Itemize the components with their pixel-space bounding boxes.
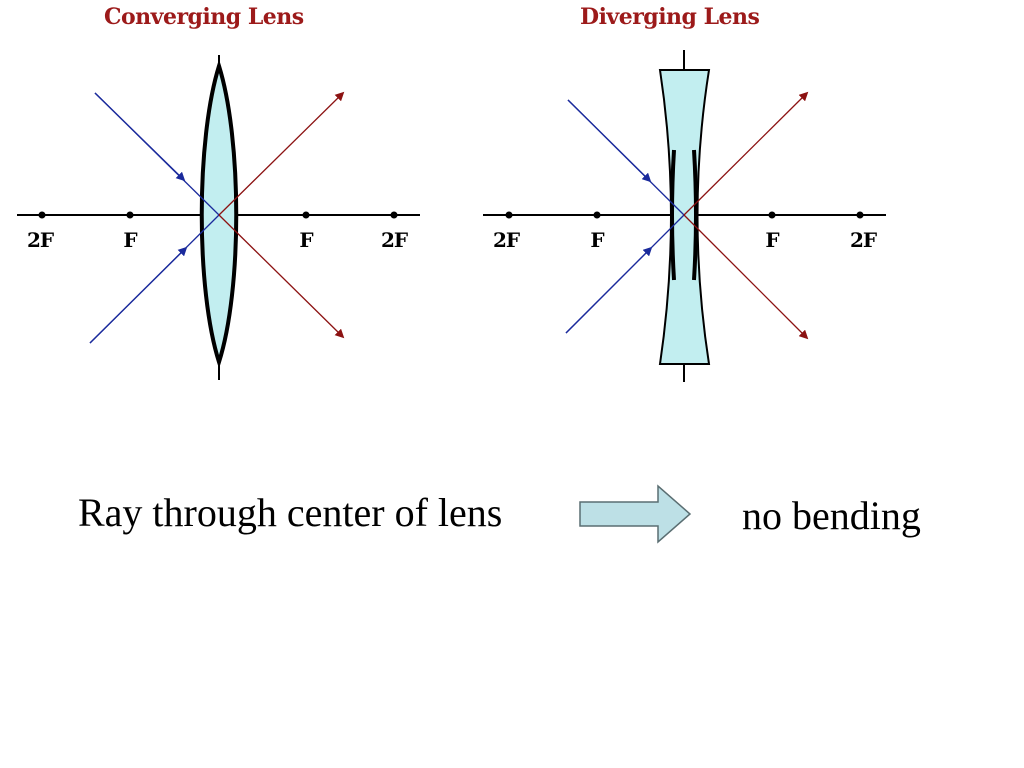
converging-label-2f-left: 2F: [26, 228, 54, 252]
diverging-lens: [658, 69, 711, 365]
converging-outgoing-ray-lower: [218, 214, 345, 339]
converging-focal-point-2f-right: [390, 211, 398, 219]
rule-caption: Ray through center of lens: [78, 490, 503, 535]
converging-diagram: [17, 55, 420, 380]
converging-incoming-ray-upper-arrow: [94, 92, 186, 182]
diverging-focal-point-2f-right: [856, 211, 864, 219]
diverging-lens-inner-edge-left: [670, 149, 676, 281]
diverging-focal-point-f-left: [593, 211, 601, 219]
right-arrow-icon: [579, 484, 692, 544]
diverging-label-2f-right: 2F: [849, 228, 877, 252]
converging-lens-title: Converging Lens: [104, 4, 304, 30]
result-caption: no bending: [742, 493, 921, 538]
converging-focal-point-f-right: [302, 211, 310, 219]
lens-diagrams: [17, 50, 886, 382]
converging-focal-point-2f-left: [38, 211, 46, 219]
diverging-label-f-right: F: [765, 228, 779, 252]
converging-label-f-left: F: [123, 228, 137, 252]
diverging-focal-point-f-right: [768, 211, 776, 219]
diverging-diagram: [483, 50, 886, 382]
converging-lens: [199, 59, 239, 369]
diverging-focal-point-2f-left: [505, 211, 513, 219]
converging-outgoing-ray-upper: [218, 91, 345, 216]
diverging-outgoing-ray-upper: [683, 91, 809, 216]
diverging-incoming-ray-upper-arrow: [567, 99, 652, 183]
converging-label-2f-right: 2F: [380, 228, 408, 252]
converging-label-f-right: F: [299, 228, 313, 252]
diverging-lens-inner-edge-right: [692, 149, 698, 281]
diverging-outgoing-ray-lower: [683, 214, 809, 340]
converging-focal-point-f-left: [126, 211, 134, 219]
diverging-lens-title: Diverging Lens: [580, 4, 760, 30]
diverging-incoming-ray-lower-arrow: [565, 246, 653, 334]
converging-incoming-ray-lower-arrow: [89, 246, 188, 344]
diverging-label-2f-left: 2F: [492, 228, 520, 252]
diverging-label-f-left: F: [590, 228, 604, 252]
